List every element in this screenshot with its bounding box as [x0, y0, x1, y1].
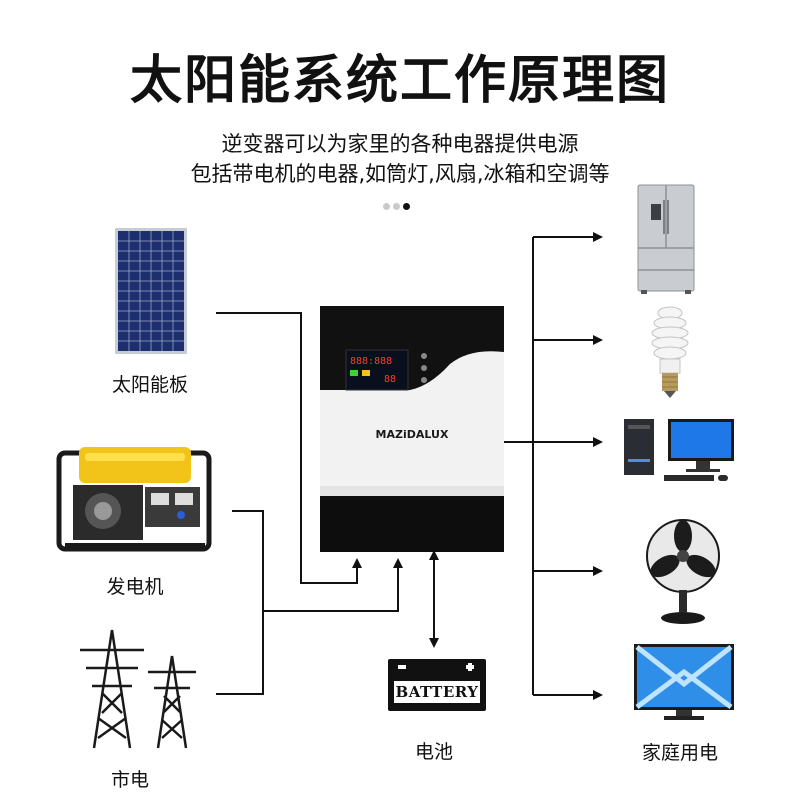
battery-icon: BATTERY	[388, 659, 486, 711]
page-title: 太阳能系统工作原理图	[129, 51, 670, 111]
power-tower-icon	[80, 629, 196, 749]
grid-label: 市电	[110, 769, 149, 791]
generator-label: 发电机	[106, 576, 164, 598]
solar-line	[216, 312, 362, 584]
lcd-bottom-text: 88	[384, 374, 396, 385]
cfl-bulb-icon	[651, 306, 689, 398]
solar-label: 太阳能板	[111, 374, 188, 396]
electric-fan-icon	[646, 519, 720, 624]
desktop-computer-icon	[624, 419, 734, 481]
refrigerator-icon	[637, 184, 695, 294]
battery-text: BATTERY	[394, 681, 480, 703]
inverter-icon: 888:888 88 MAZiDALUX	[320, 306, 504, 552]
lcd-top-text: 888:888	[350, 356, 392, 367]
carousel-dot-2[interactable]	[393, 203, 400, 210]
generator-icon	[56, 447, 212, 552]
battery-label: 电池	[414, 741, 453, 763]
carousel-indicator[interactable]	[383, 203, 410, 210]
carousel-dot-1[interactable]	[383, 203, 390, 210]
solar-panel-icon	[115, 228, 187, 354]
carousel-dot-3[interactable]	[403, 203, 410, 210]
battery-terminals	[398, 663, 474, 671]
inverter-brand: MAZiDALUX	[376, 428, 449, 441]
household-loads-label: 家庭用电	[641, 742, 718, 764]
grid-line	[216, 611, 264, 695]
flat-tv-icon	[634, 644, 734, 720]
subtitle-line-1: 逆变器可以为家里的各种电器提供电源	[221, 132, 579, 156]
subtitle-line-2: 包括带电机的电器,如筒灯,风扇,冰箱和空调等	[190, 162, 610, 186]
